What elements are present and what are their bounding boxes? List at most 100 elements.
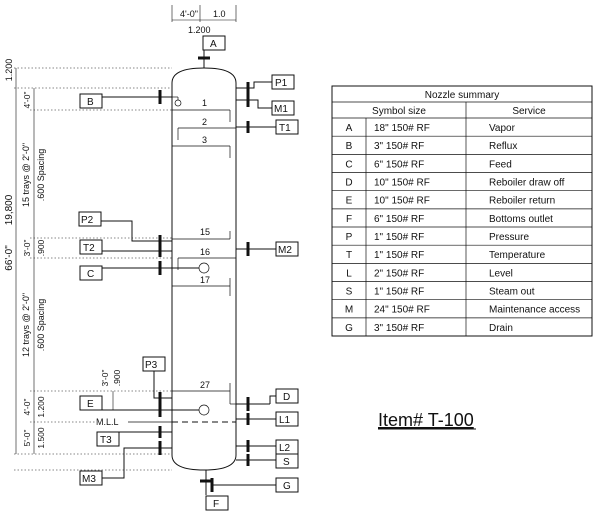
tray-27: 27 [200,380,210,390]
table-title: Nozzle summary [425,90,499,101]
seg4-m: .600 Spacing [36,299,46,352]
nozzle-m1-label: M1 [274,104,288,115]
seg3-ft: 3'-0" [22,240,32,257]
table-row-size: 6" 150# RF [374,214,424,225]
table-row-symbol: B [346,141,353,152]
nozzle-l1-label: L1 [279,415,291,426]
nozzle-t1-label: T1 [279,123,291,134]
total-ft: 66'-0" [4,245,15,271]
seg5-m: .900 [112,369,122,386]
seg4-label: 12 trays @ 2'-0" [21,293,31,357]
table-row-size: 24" 150# RF [374,305,430,316]
table-row-symbol: F [346,214,352,225]
table-row-service: Drain [489,323,513,334]
top-dimension: 4'-0" 1.0 1.200 [171,5,237,35]
top-offset: 1.0 [213,9,226,19]
nozzle-p3-label: P3 [145,360,158,371]
nozzle-m1: M1 [236,93,295,116]
item-label: Item# T-100 [378,410,474,430]
nozzle-t2: T2 [79,239,172,257]
feed-distributor [198,262,210,274]
left-dimensions: 66'-0" 19,800 1.200 4'-0" 15 trays @ 2'-… [4,59,172,471]
table-row-symbol: D [345,178,352,189]
nozzle-t3: T3 [96,426,172,447]
vessel-shell [171,67,237,471]
reflux-distributor [174,99,182,107]
seg7-ft: 5'-0" [22,430,32,447]
tray-17: 17 [200,275,210,285]
table-row-symbol: M [345,305,353,316]
total-m: 19,800 [4,194,15,225]
mll-label: M.L.L [96,417,119,427]
nozzle-m2-label: M2 [278,245,292,256]
table-row-symbol: L [346,268,352,279]
seg2-m: .600 Spacing [36,149,46,202]
nozzle-e-label: E [87,399,94,410]
table-row-symbol: E [346,196,353,207]
nozzle-f: F [200,470,229,511]
table-row-service: Bottoms outlet [489,214,553,225]
nozzle-d: D [230,388,299,411]
table-row-size: 3" 150# RF [374,323,424,334]
nozzle-t1: T1 [236,119,299,135]
table-row-service: Temperature [489,250,546,261]
table-row-size: 10" 150# RF [374,178,430,189]
table-row-size: 6" 150# RF [374,159,424,170]
nozzle-c: C [79,261,199,281]
table-row-size: 1" 150# RF [374,250,424,261]
nozzle-m2: M2 [236,241,299,257]
seg5-ft: 3'-0" [100,370,110,387]
tray-1: 1 [202,98,207,108]
table-row-service: Steam out [489,287,535,298]
nozzle-t3-label: T3 [100,435,112,446]
nozzle-d-label: D [283,392,290,403]
trays: 1 2 3 15 16 17 27 [172,98,236,404]
nozzle-b: B [79,90,179,109]
seg1-ft: 4'-0" [22,92,32,109]
nozzle-a: A [198,35,226,68]
nozzle-f-label: F [213,499,219,510]
seg6-m: 1.200 [36,396,46,418]
nozzle-summary-table: Nozzle summary Symbol size Service A 18" … [331,85,593,337]
nozzle-s: S [236,453,299,469]
table-row-symbol: S [346,287,353,298]
nozzle-p2-label: P2 [81,215,94,226]
nozzle-a-label: A [210,39,217,50]
tray-2: 2 [202,117,207,127]
tray-15: 15 [200,227,210,237]
table-row-size: 18" 150# RF [374,123,430,134]
table-row-size: 2" 150# RF [374,268,424,279]
table-row-symbol: A [346,123,353,134]
table-row-symbol: G [345,323,353,334]
table-row-service: Reflux [489,141,517,152]
nozzle-g: G [210,477,299,493]
reboiler-return-distributor [198,404,210,416]
table-row-size: 1" 150# RF [374,287,424,298]
nozzle-l1: L1 [236,411,299,427]
nozzle-p1-label: P1 [275,78,288,89]
seg7-m: 1.500 [36,427,46,449]
nozzle-p2: P2 [78,211,172,247]
top-head: 1.200 [4,59,14,82]
table-row-service: Pressure [489,232,529,243]
table-col-symbol-size: Symbol size [372,106,426,117]
table-row-symbol: T [346,250,352,261]
table-row-service: Level [489,268,513,279]
tray-16: 16 [200,247,210,257]
table-row-size: 10" 150# RF [374,196,430,207]
table-row-service: Maintenance access [489,305,580,316]
table-row-service: Reboiler draw off [489,178,565,189]
nozzle-c-label: C [87,269,94,280]
table-row-symbol: P [346,232,353,243]
nozzle-p3: P3 [142,356,172,404]
nozzle-l2-label: L2 [279,443,291,454]
nozzle-m3: M3 [79,441,172,486]
seg6-ft: 4'-0" [22,399,32,416]
tray-3: 3 [202,135,207,145]
table-row-symbol: C [345,159,352,170]
nozzle-s-label: S [283,457,290,468]
table-col-service: Service [512,106,546,117]
nozzle-l2: L2 [236,439,299,455]
